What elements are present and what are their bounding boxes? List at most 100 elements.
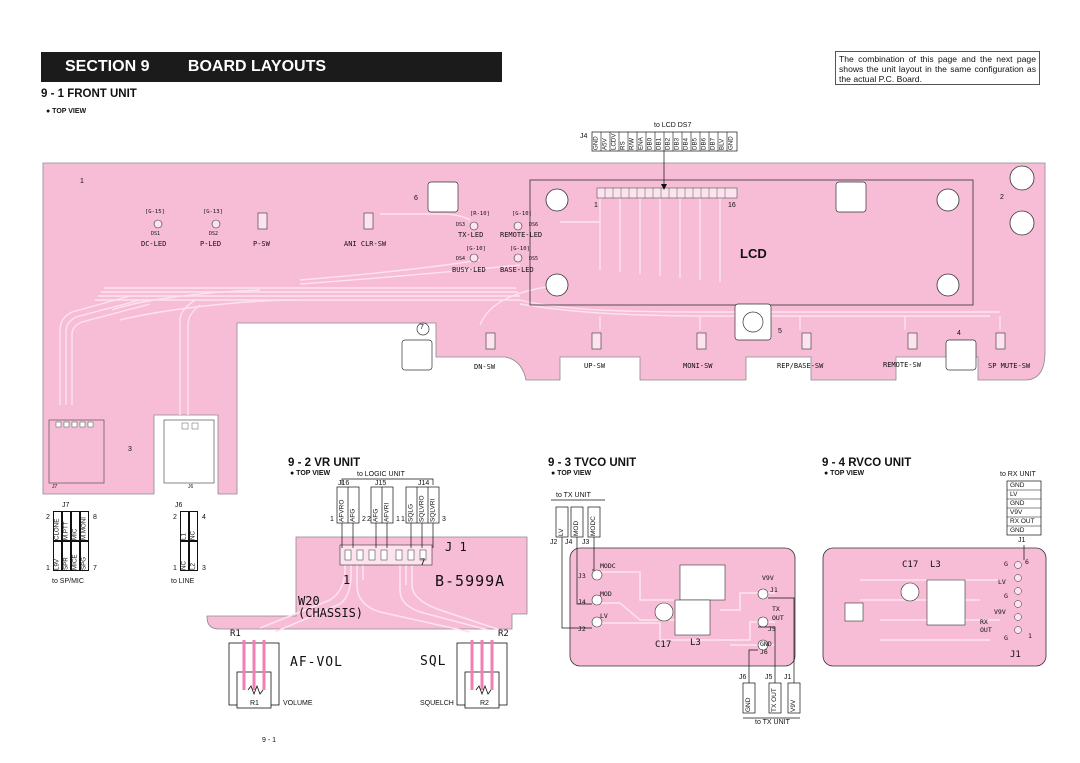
- tvco-top-pin-ref: J4: [565, 539, 573, 546]
- lcd-pin-label: BLV: [718, 138, 726, 150]
- rvco-board-label: G: [1004, 634, 1008, 642]
- j6-top-left: 2: [173, 514, 177, 521]
- tvco-board-label: MOD: [600, 590, 612, 598]
- lcd-pin-label: DB4: [682, 137, 690, 150]
- pin-cell: [53, 511, 62, 541]
- rvco-pin-label: LV: [1010, 491, 1018, 498]
- led-code-ds1: [G-15]: [145, 209, 165, 215]
- mount-3: 3: [128, 446, 132, 453]
- vr-pin-label: AFVRI: [383, 502, 391, 522]
- silk-tx-led: TX-LED: [458, 231, 484, 239]
- rvco-board-label: 1: [1028, 632, 1032, 640]
- tvco-unit-board: [551, 499, 801, 719]
- j7-top-right: 8: [93, 514, 97, 521]
- vr-r2: R2: [498, 629, 509, 639]
- section-title: BOARD LAYOUTS: [187, 58, 327, 75]
- silk-remote-sw: REMOTE-SW: [883, 361, 921, 369]
- vr-pin-label: AFG: [372, 508, 380, 522]
- rvco-pin-label: GND: [1010, 482, 1025, 489]
- silk-moni-sw: MONI-SW: [683, 362, 713, 370]
- led-ref-ds1: DS1: [151, 231, 161, 237]
- lcd-pin-label: LCDV: [610, 133, 618, 150]
- connector-pin-label: SPR: [62, 557, 70, 570]
- j6-to: to LINE: [171, 578, 195, 585]
- board-j7: J7: [52, 484, 58, 490]
- rvco-ref: J1: [1018, 537, 1026, 544]
- tvco-top-pin-name: MOD: [572, 520, 580, 536]
- mount-1: 1: [80, 178, 84, 185]
- rvco-board-label: L3: [930, 560, 941, 570]
- lcd-label: LCD: [740, 246, 767, 261]
- pin-cell: [53, 541, 62, 571]
- front-unit-heading: 9 - 1 FRONT UNIT: [41, 88, 137, 100]
- tvco-top-pin-ref: J3: [582, 539, 590, 546]
- vr-pin-label: SQLVRI: [429, 498, 437, 522]
- rvco-pin-label: RX OUT: [1010, 518, 1035, 525]
- silk-rep-base-sw: REP/BASE-SW: [777, 362, 824, 370]
- vr-unit-heading: 9 - 2 VR UNIT: [288, 457, 361, 469]
- j7-ref: J7: [62, 502, 70, 509]
- connector-pin-label: M.MONI: [80, 516, 88, 540]
- tvco-board-label: J6: [760, 648, 768, 656]
- vr-part: B-5999A: [435, 572, 506, 590]
- pin-cell: [189, 541, 198, 571]
- j6-bottom-left: 1: [173, 565, 177, 572]
- mount-5: 5: [778, 328, 782, 335]
- rvco-pin-label: GND: [1010, 500, 1025, 507]
- vr-afvol: AF-VOL: [290, 655, 343, 670]
- vr-j14-ref: J14: [418, 480, 430, 487]
- connector-pin-label: CLONE: [53, 518, 61, 540]
- lcd-pin-label: GND: [727, 136, 735, 150]
- front-unit-board: [42, 162, 1046, 495]
- vr-chassis: (CHASSIS): [298, 606, 364, 620]
- tvco-bottom-pin-ref: J5: [765, 674, 773, 681]
- led-ref-ds3: DS3: [456, 222, 466, 228]
- j7-top-left: 2: [46, 514, 50, 521]
- j7-bottom-left: 1: [46, 565, 50, 572]
- vr-unit-board: [206, 536, 528, 709]
- pot-r1-ref: R1: [250, 700, 259, 707]
- silk-busy-led: BUSY-LED: [452, 266, 486, 274]
- mount-2: 2: [1000, 194, 1004, 201]
- vr-sql: SQL: [420, 654, 447, 669]
- connector-pin-label: L2: [189, 563, 197, 570]
- pot-r2-ref: R2: [480, 700, 489, 707]
- tvco-board-label: V9V: [762, 574, 774, 582]
- connector-pin-label: MIC: [71, 528, 79, 540]
- led-ref-ds6: DS6: [529, 222, 539, 228]
- rvco-board-label: RX OUT: [980, 618, 992, 634]
- vr-j16-left: 1: [330, 516, 334, 523]
- led-code-ds4: [G-10]: [466, 246, 486, 252]
- silk-dn-sw: DN-SW: [474, 363, 496, 371]
- vr-pin7: 7: [420, 558, 426, 568]
- rvco-board-label: 6: [1025, 558, 1029, 566]
- rvco-board-label: J1: [1010, 650, 1021, 660]
- tvco-board-label: LV: [600, 612, 608, 620]
- led-ref-ds2: DS2: [209, 231, 219, 237]
- pot-r2-name: SQUELCH: [420, 700, 454, 707]
- silk-up-sw: UP-SW: [584, 362, 606, 370]
- tvco-board-label: OUT: [772, 614, 784, 622]
- j6-bottom-right: 3: [202, 565, 206, 572]
- j6-ref: J6: [175, 502, 183, 509]
- pin-cell: [180, 541, 189, 571]
- rvco-pin-label: V9V: [1010, 509, 1023, 516]
- tvco-board-label: MODC: [600, 562, 616, 570]
- rvco-unit-heading: 9 - 4 RVCO UNIT: [822, 457, 912, 469]
- lcd-pin-label: A5V: [601, 138, 609, 150]
- pin-cell: [71, 541, 80, 571]
- pin-cell: [62, 511, 71, 541]
- page-number: 9 - 1: [262, 737, 277, 744]
- tvco-bottom-pin-name: TX OUT: [770, 688, 778, 712]
- vr-pin-label: AFG: [349, 508, 357, 522]
- tvco-unit-view: ● TOP VIEW: [551, 470, 592, 477]
- lcd-pin-label: GND: [592, 136, 600, 150]
- vr-pin-label: SQLG: [407, 503, 415, 522]
- vr-j14-left: 1: [401, 516, 405, 523]
- silk-ani-clr-sw: ANI CLR-SW: [344, 240, 387, 248]
- silk-base-led: BASE-LED: [500, 266, 534, 274]
